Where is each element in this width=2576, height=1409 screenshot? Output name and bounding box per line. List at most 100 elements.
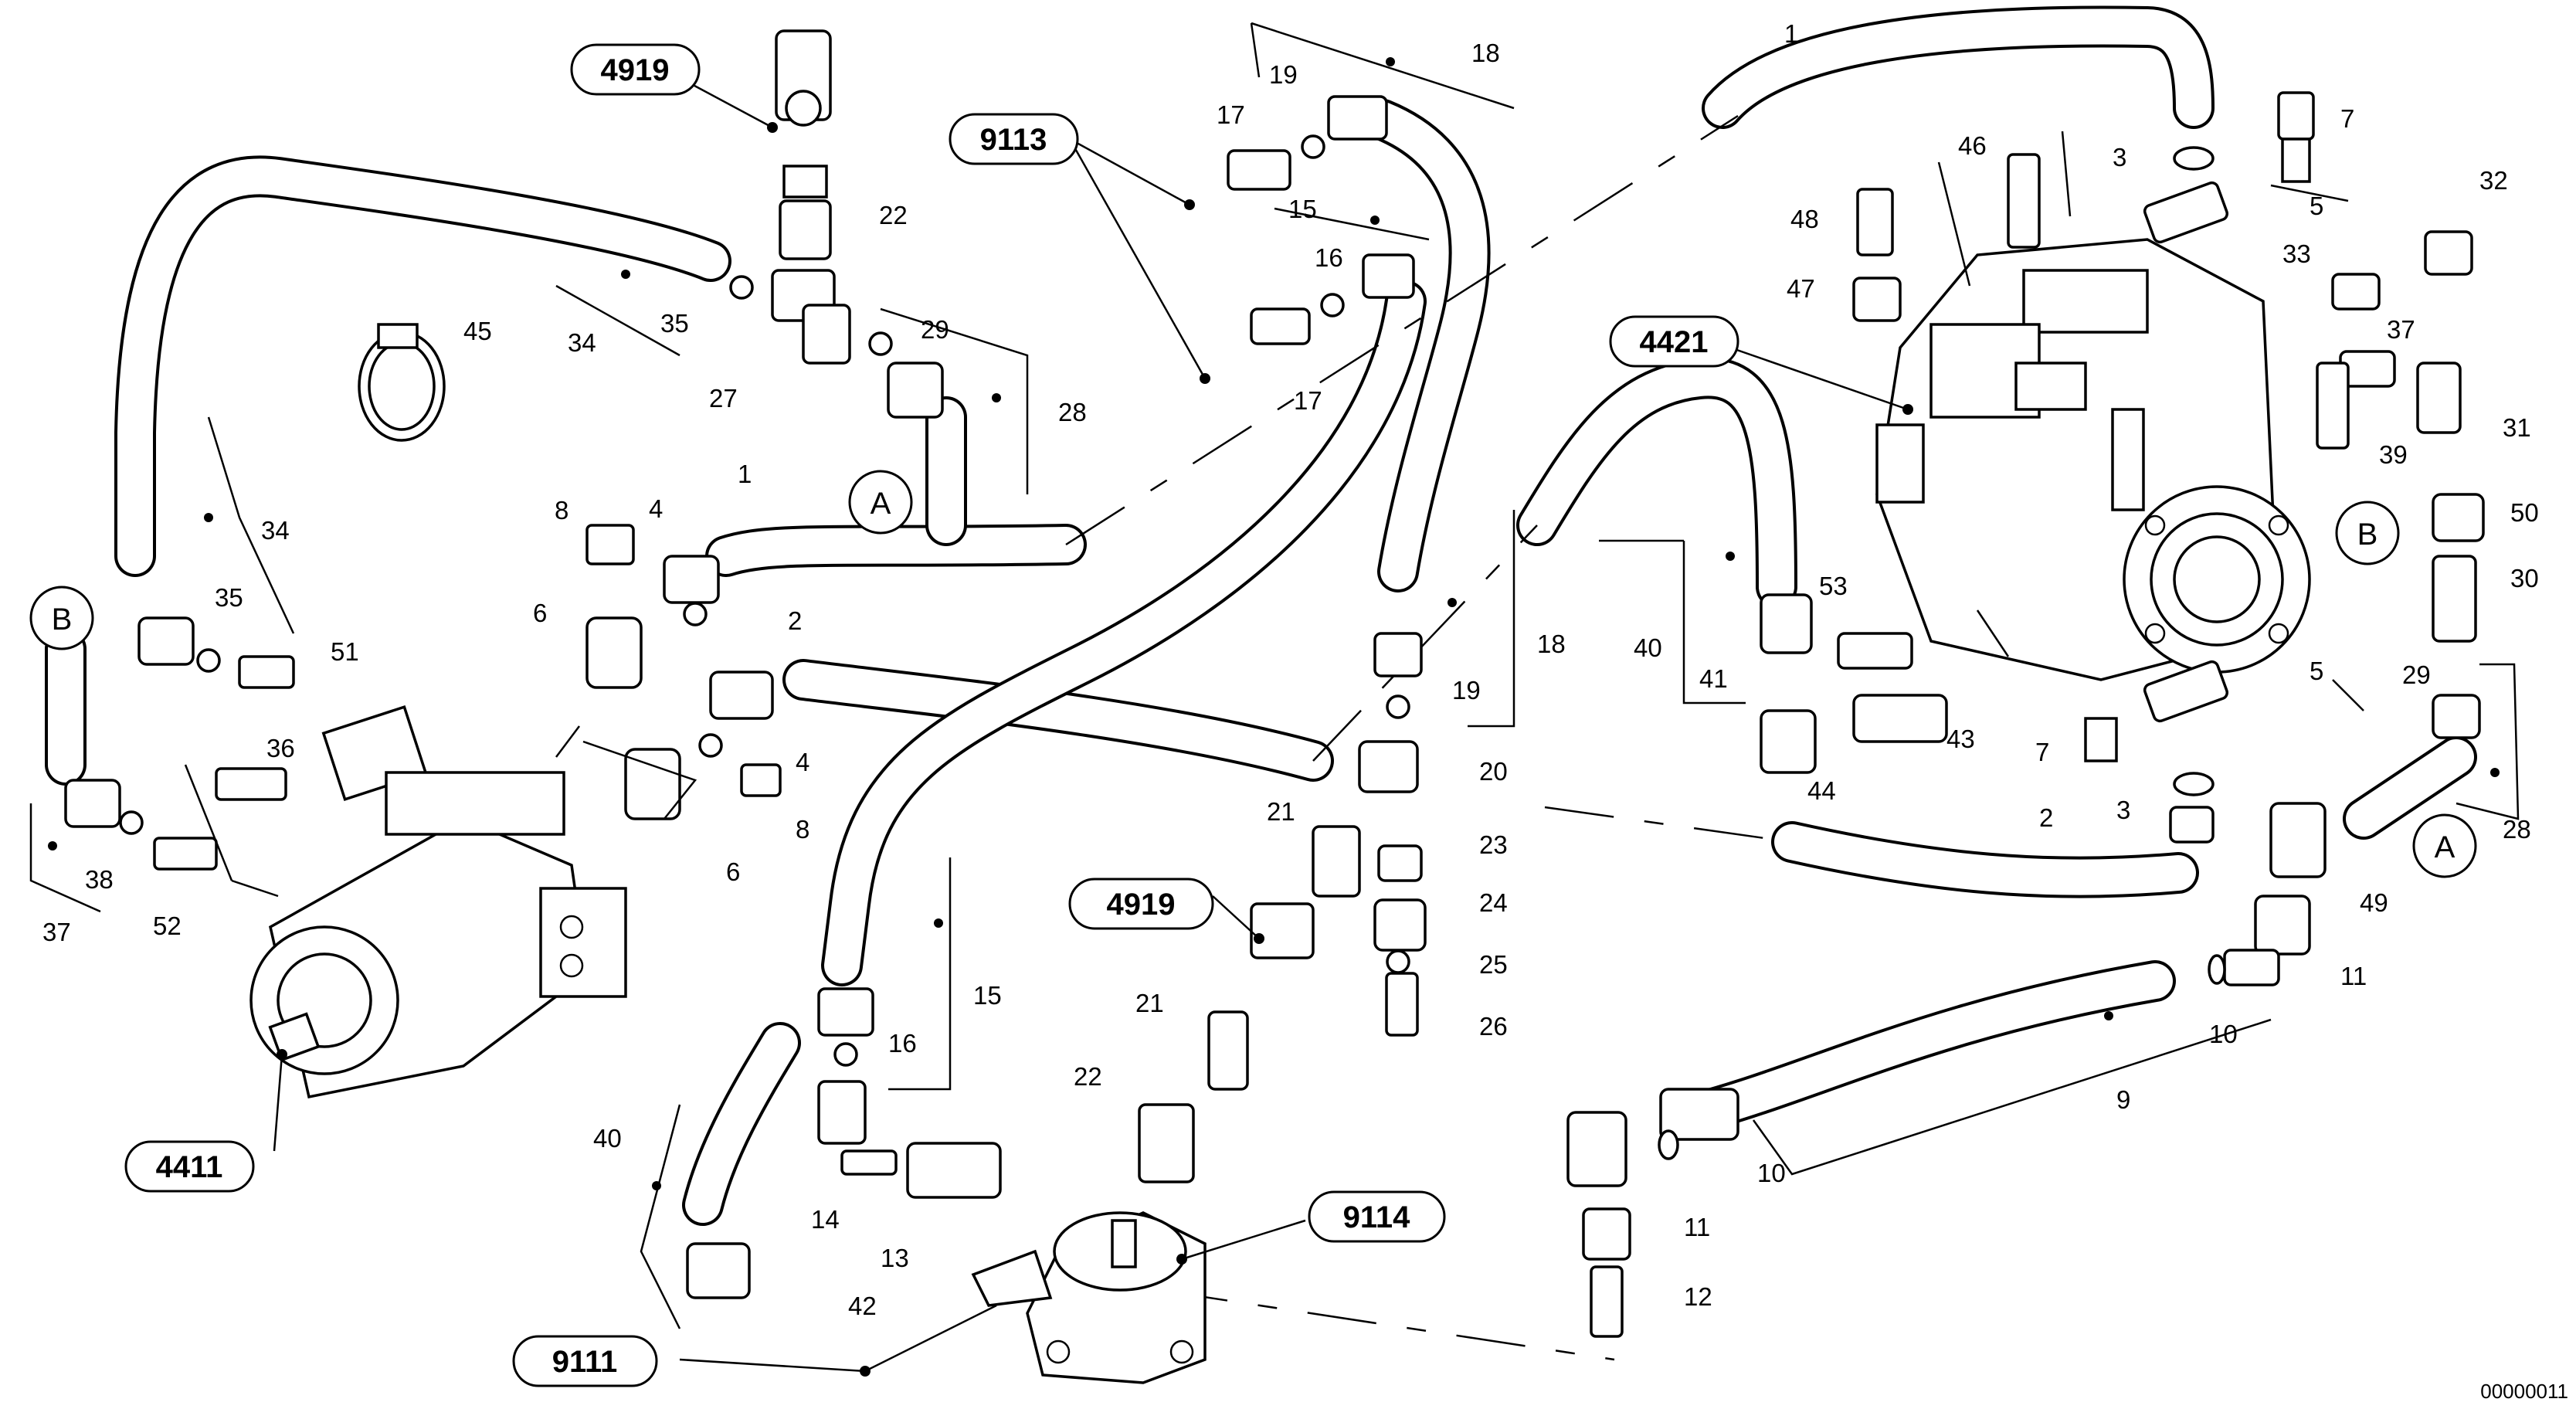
item-number: 40 bbox=[1634, 633, 1662, 662]
item-number: 20 bbox=[1479, 757, 1508, 786]
item-number: 6 bbox=[533, 599, 547, 627]
item-number: 10 bbox=[2209, 1020, 2238, 1048]
item-number: 3 bbox=[2116, 796, 2130, 824]
item-number: 28 bbox=[2503, 815, 2531, 844]
item-number: 9 bbox=[2116, 1085, 2130, 1114]
item-number: 47 bbox=[1787, 274, 1815, 303]
item-number: 35 bbox=[215, 583, 243, 612]
item-number: 7 bbox=[2340, 104, 2354, 133]
item-number: 26 bbox=[1479, 1012, 1508, 1041]
item-number: 17 bbox=[1294, 386, 1322, 415]
item-number: 15 bbox=[1288, 195, 1317, 223]
item-number: 15 bbox=[973, 981, 1002, 1010]
item-number: 22 bbox=[1074, 1062, 1102, 1091]
item-number: 5 bbox=[2310, 657, 2323, 685]
ref-label-4411: 4411 bbox=[156, 1150, 223, 1184]
item-number: 43 bbox=[1946, 725, 1975, 753]
item-number: 31 bbox=[2503, 413, 2531, 442]
item-number: 11 bbox=[2340, 962, 2367, 990]
item-number: 12 bbox=[1684, 1282, 1712, 1311]
reference-4919-center: 4919 bbox=[1068, 878, 1214, 930]
reference-9114: 9114 bbox=[1308, 1190, 1446, 1243]
item-number: 36 bbox=[266, 734, 295, 762]
item-number: 16 bbox=[1315, 243, 1343, 272]
item-number: 46 bbox=[1958, 131, 1987, 160]
item-number: 1 bbox=[1784, 19, 1798, 48]
item-number: 21 bbox=[1135, 989, 1164, 1017]
callout-b-left: B bbox=[29, 586, 94, 650]
item-number: 4 bbox=[796, 748, 809, 776]
item-number: 51 bbox=[331, 637, 359, 666]
reference-4919-top: 4919 bbox=[570, 43, 701, 96]
reference-4421: 4421 bbox=[1609, 315, 1739, 368]
item-number: 13 bbox=[881, 1244, 909, 1272]
callout-a-right-label: A bbox=[2435, 830, 2456, 864]
item-number: 5 bbox=[2310, 192, 2323, 220]
item-number: 42 bbox=[848, 1292, 877, 1320]
leader-dots bbox=[48, 57, 2500, 1377]
item-number: 35 bbox=[660, 309, 689, 338]
callout-a-left: A bbox=[848, 470, 913, 535]
item-number: 38 bbox=[85, 865, 114, 894]
item-number: 14 bbox=[811, 1205, 840, 1234]
ref-label-4919-center: 4919 bbox=[1107, 888, 1176, 922]
item-number: 19 bbox=[1452, 676, 1481, 704]
item-number: 37 bbox=[2387, 315, 2415, 344]
callout-b-left-label: B bbox=[52, 603, 73, 637]
item-number: 49 bbox=[2360, 888, 2388, 917]
item-number: 45 bbox=[463, 317, 492, 345]
item-number: 17 bbox=[1217, 100, 1245, 129]
item-number: 7 bbox=[2035, 738, 2049, 766]
item-number: 8 bbox=[796, 815, 809, 844]
item-number: 28 bbox=[1058, 398, 1087, 426]
item-number: 34 bbox=[568, 328, 596, 357]
ref-label-9114: 9114 bbox=[1343, 1200, 1411, 1234]
hose-lines bbox=[45, 5, 2477, 1226]
item-number: 50 bbox=[2510, 498, 2539, 527]
item-number: 41 bbox=[1699, 664, 1728, 693]
ref-label-4919-top: 4919 bbox=[601, 53, 670, 87]
drawing-number: 00000011 bbox=[2480, 1380, 2568, 1403]
item-number: 29 bbox=[921, 315, 949, 344]
item-number: 6 bbox=[726, 857, 740, 886]
item-number: 8 bbox=[555, 496, 568, 525]
item-number: 53 bbox=[1819, 572, 1848, 600]
fittings bbox=[64, 29, 2485, 1338]
item-number: 23 bbox=[1479, 830, 1508, 859]
item-number: 19 bbox=[1269, 60, 1298, 89]
item-number: 44 bbox=[1807, 776, 1836, 805]
item-number: 22 bbox=[879, 201, 908, 229]
item-numbers: 1 1 2 2 3 3 4 4 5 5 6 6 7 7 8 8 9 10 10 … bbox=[42, 19, 2539, 1320]
item-number: 33 bbox=[2282, 239, 2311, 268]
reference-9111: 9111 bbox=[512, 1335, 658, 1387]
item-number: 1 bbox=[738, 460, 752, 488]
item-number: 32 bbox=[2479, 166, 2508, 195]
item-number: 21 bbox=[1267, 797, 1295, 826]
item-number: 52 bbox=[153, 912, 182, 940]
item-number: 37 bbox=[42, 918, 71, 946]
item-number: 11 bbox=[1684, 1213, 1710, 1241]
axial-pump-4421 bbox=[1875, 238, 2311, 681]
connection-lines bbox=[1065, 114, 1793, 1361]
ref-label-9113: 9113 bbox=[980, 123, 1047, 157]
callout-b-right: B bbox=[2335, 501, 2400, 565]
item-number: 24 bbox=[1479, 888, 1508, 917]
item-number: 39 bbox=[2379, 440, 2408, 469]
item-number: 16 bbox=[888, 1029, 917, 1058]
ref-label-4421: 4421 bbox=[1640, 325, 1709, 359]
item-number: 2 bbox=[788, 606, 802, 635]
leader-lines bbox=[29, 22, 2520, 1373]
item-number: 18 bbox=[1537, 630, 1566, 658]
callout-a-left-label: A bbox=[871, 487, 891, 521]
item-number: 30 bbox=[2510, 564, 2539, 592]
item-number: 25 bbox=[1479, 950, 1508, 979]
item-number: 27 bbox=[709, 384, 738, 413]
item-number: 40 bbox=[593, 1124, 622, 1153]
item-number: 3 bbox=[2113, 143, 2126, 171]
item-number: 2 bbox=[2039, 803, 2053, 832]
item-number: 18 bbox=[1471, 39, 1500, 67]
reference-9113: 9113 bbox=[949, 113, 1079, 165]
callout-a-right: A bbox=[2412, 813, 2477, 878]
item-number: 29 bbox=[2402, 660, 2431, 689]
filter-9114 bbox=[971, 1211, 1207, 1384]
